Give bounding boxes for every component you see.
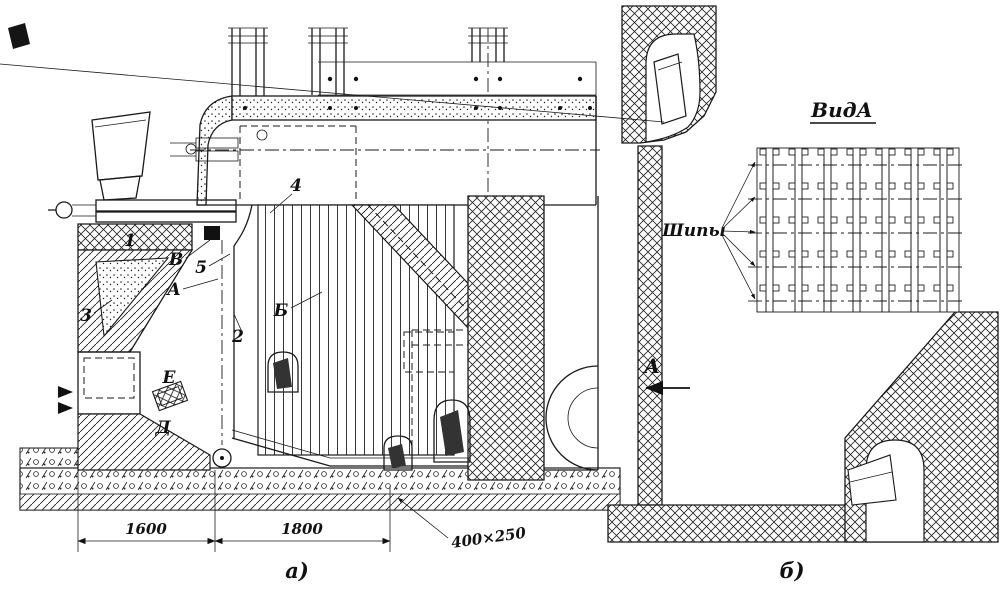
label-v: В <box>168 250 183 270</box>
ash-chamber <box>77 351 141 415</box>
burner-nozzle-corner <box>847 454 897 506</box>
seal-box <box>204 226 220 240</box>
stud-panel-view-a <box>748 147 966 313</box>
floor-band <box>607 504 863 543</box>
studs-callout: Шипы <box>661 161 756 300</box>
panel-a-labels: 4 1 В 5 А 3 2 Б Е Д <box>80 176 323 438</box>
wall-top-block <box>0 5 717 144</box>
drum-manhole-fitting <box>170 137 239 162</box>
section-a-indicator: А <box>642 354 690 396</box>
damper-plate <box>151 380 189 412</box>
left-furnace-wall <box>58 223 232 471</box>
dim-opening: 400×250 <box>450 524 528 552</box>
flue-arc-outer <box>545 365 599 471</box>
section-wedge-upper <box>58 386 73 398</box>
view-a-text: ВидА <box>810 98 873 122</box>
boiler-drum <box>170 95 600 206</box>
air-duct-triangle <box>95 257 170 338</box>
section-wedge-lower <box>58 402 73 414</box>
label-4: 4 <box>290 176 302 196</box>
dim-1800: 1800 <box>281 520 323 538</box>
studded-wall <box>637 145 663 506</box>
panel-a-caption: а) <box>285 558 309 583</box>
drum-sight-hole <box>256 129 268 141</box>
burner-port-floor <box>383 435 413 471</box>
studs-label: Шипы <box>661 221 726 241</box>
burner-port-left <box>267 351 299 393</box>
roller <box>212 448 232 468</box>
rear-brick-column <box>467 195 599 481</box>
label-b: Б <box>273 301 289 321</box>
corner-masonry <box>844 311 999 543</box>
panel-b-caption: б) <box>779 558 804 583</box>
flue-arc-inner <box>567 387 599 449</box>
label-d: Д <box>154 418 171 438</box>
front-downcomer-tube <box>221 204 253 445</box>
label-1: 1 <box>124 231 136 251</box>
rivet-dots <box>243 106 592 110</box>
view-a-title: ВидА <box>810 98 876 124</box>
panel-a-drawing: 4 1 В 5 А 3 2 Б Е Д 1600 1800 <box>8 23 621 583</box>
stoker-feeder <box>48 199 237 240</box>
label-5: 5 <box>195 258 207 278</box>
burner-nozzle-top <box>0 53 687 125</box>
print-artifact <box>8 23 30 49</box>
label-2: 2 <box>231 327 244 347</box>
label-e: Е <box>162 368 177 388</box>
burner-port-right <box>433 399 471 463</box>
section-a-text: А <box>642 354 660 378</box>
label-a: А <box>165 280 181 300</box>
fuel-hopper <box>91 111 151 201</box>
label-3: 3 <box>80 306 92 326</box>
panel-b-drawing: ВидА Шипы А б) <box>0 5 999 583</box>
dim-1600: 1600 <box>125 520 167 538</box>
hidden-furnace-outline <box>239 125 357 203</box>
